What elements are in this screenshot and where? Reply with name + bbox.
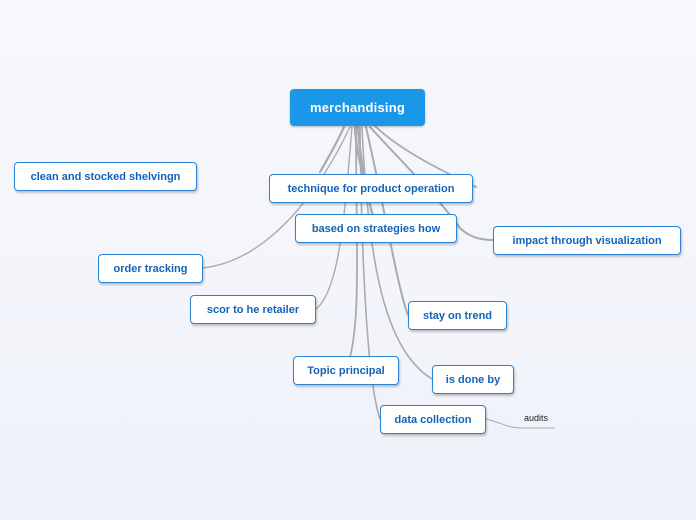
topic-clean-stocked-shelving[interactable]: clean and stocked shelvingn [14, 162, 197, 191]
connector-clean-shelving [318, 125, 346, 174]
connector-order-tracking [202, 126, 351, 269]
topic-order-tracking[interactable]: order tracking [98, 254, 203, 283]
topic-stay-on-trend[interactable]: stay on trend [408, 301, 507, 330]
topic-is-done-by[interactable]: is done by [432, 365, 514, 394]
topic-scor-retailer[interactable]: scor to he retailer [190, 295, 316, 324]
subtopic-audits[interactable]: audits [524, 413, 549, 423]
topic-impact-visualization[interactable]: impact through visualization [493, 226, 681, 255]
topic-technique-product-operation[interactable]: technique for product operation [269, 174, 473, 203]
topic-based-on-strategies[interactable]: based on strategies how [295, 214, 457, 243]
root-topic-merchandising[interactable]: merchandising [290, 89, 425, 126]
topic-data-collection[interactable]: data collection [380, 405, 486, 434]
connector-audits [485, 418, 556, 429]
connector-is-done-by [361, 126, 433, 380]
topic-principal[interactable]: Topic principal [293, 356, 399, 385]
connector-topic-principal [345, 126, 359, 371]
